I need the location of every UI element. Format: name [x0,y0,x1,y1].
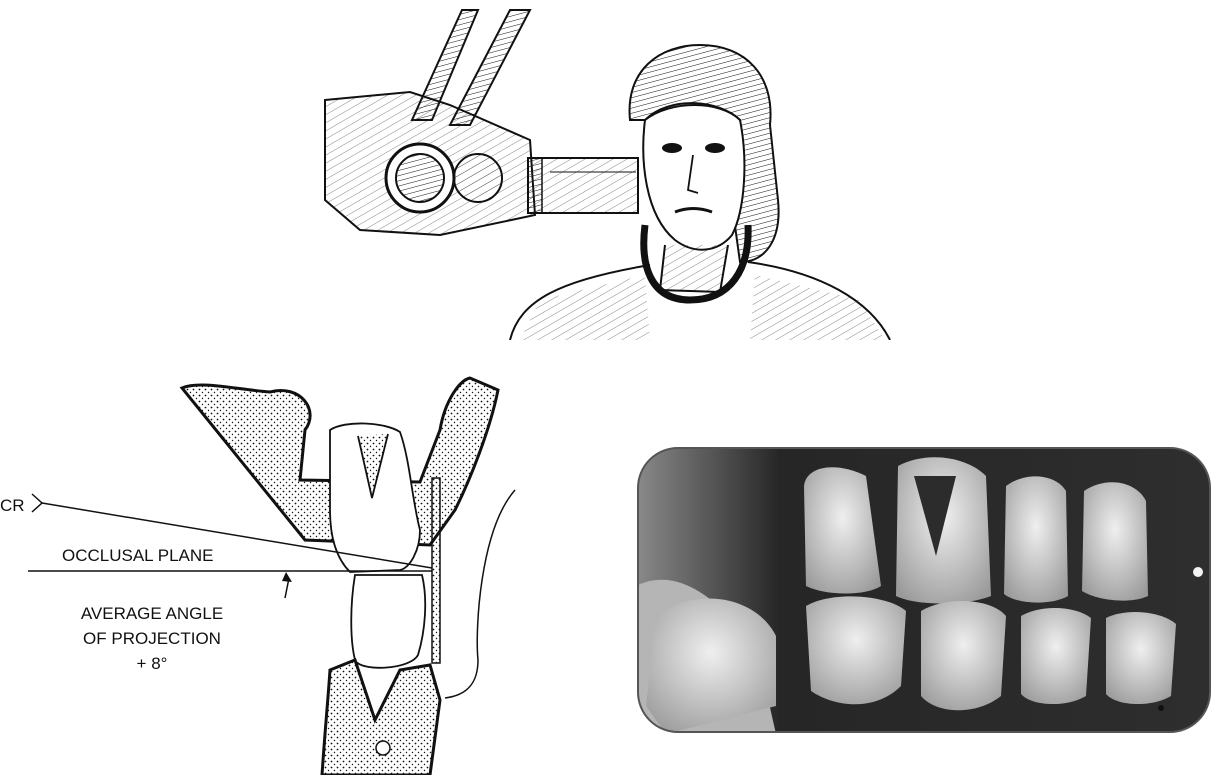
bitewing-radiograph [636,446,1212,734]
xray-positioning-illustration [300,0,900,340]
film-packet [432,478,440,663]
angle-label-line2: OF PROJECTION [83,629,221,648]
occlusal-plane-label: OCCLUSAL PLANE [62,546,213,565]
illustration-svg [300,0,900,340]
tube-head [325,92,535,235]
diagram-svg: CR OCCLUSAL PLANE AVERAGE ANGLE OF PROJE… [0,370,560,775]
projection-angle-diagram: CR OCCLUSAL PLANE AVERAGE ANGLE OF PROJE… [0,370,560,775]
mandibular-bone [322,660,440,775]
position-indicating-device [528,158,638,213]
angle-label-line1: AVERAGE ANGLE [81,604,223,623]
angle-label-line3: + 8° [137,654,168,673]
radiograph-svg [636,446,1212,734]
cr-label: CR [0,496,25,515]
lower-molar [351,575,425,668]
